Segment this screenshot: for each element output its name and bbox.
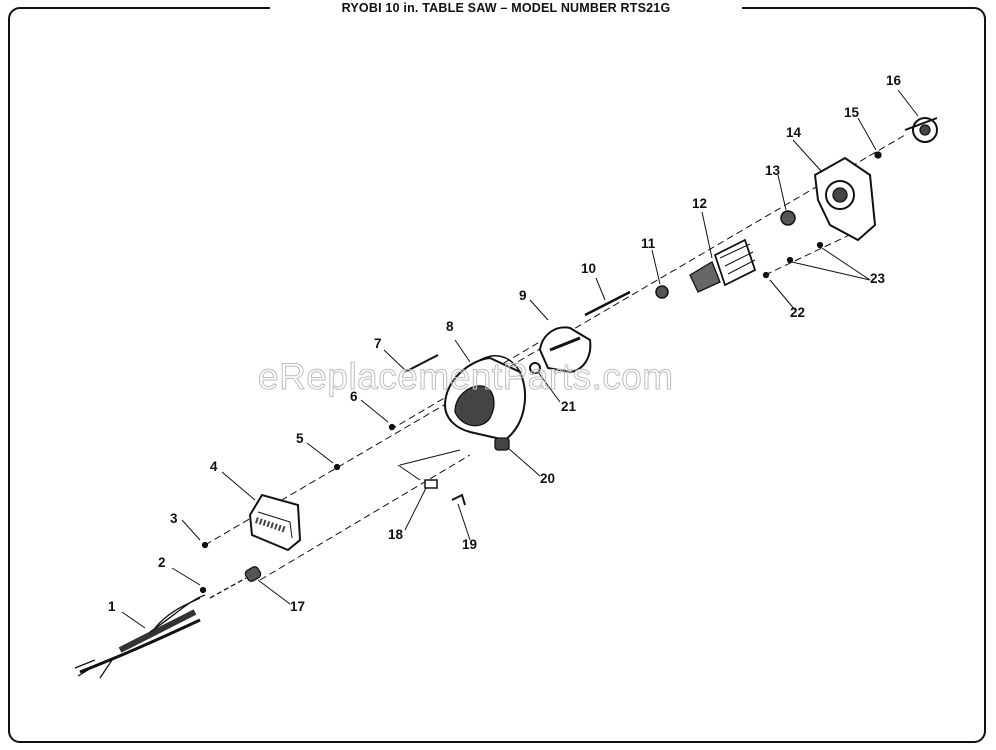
screw-small [762, 271, 770, 279]
callout-8: 8 [446, 319, 454, 334]
fan-baffle [538, 326, 592, 374]
callout-6: 6 [350, 389, 358, 404]
callout-17: 17 [290, 599, 306, 614]
callout-11: 11 [641, 236, 656, 251]
watermark: eReplacementParts.com [258, 356, 674, 398]
terminal [451, 493, 466, 506]
callout-5: 5 [296, 431, 304, 446]
callout-12: 12 [692, 196, 708, 211]
washer [529, 362, 541, 374]
callout-2: 2 [158, 555, 166, 570]
callout-19: 19 [462, 537, 478, 552]
screw [201, 541, 209, 549]
motor-housing [443, 355, 526, 442]
small-screw [333, 463, 341, 471]
callout-20: 20 [540, 471, 556, 486]
callout-21: 21 [561, 399, 577, 414]
gear-housing [813, 156, 877, 242]
callout-13: 13 [765, 163, 781, 178]
callout-1: 1 [108, 599, 116, 614]
spacer [874, 151, 882, 159]
callout-18: 18 [388, 527, 404, 542]
callout-3: 3 [170, 511, 178, 526]
strain-relief [209, 566, 262, 599]
pin-b [816, 241, 824, 249]
screw-axis [764, 229, 861, 276]
callout-4: 4 [210, 459, 218, 474]
wire-connector [199, 586, 207, 594]
rear-bearing [780, 210, 796, 226]
callout-7: 7 [374, 336, 382, 351]
callout-15: 15 [844, 105, 860, 120]
secondary-axis [259, 454, 471, 581]
front-bearing [655, 285, 669, 299]
end-cover [248, 493, 302, 552]
diagram-title: RYOBI 10 in. TABLE SAW – MODEL NUMBER RT… [270, 0, 742, 16]
callout-22: 22 [790, 305, 806, 320]
callout-16: 16 [886, 73, 902, 88]
armature [689, 238, 757, 293]
switch-connector [424, 479, 438, 489]
power-cord [74, 594, 206, 679]
assembly-axis [204, 134, 906, 546]
brush-screw [388, 423, 396, 431]
pin-a [786, 256, 794, 264]
callout-14: 14 [786, 125, 802, 140]
callout-23: 23 [870, 271, 886, 286]
diagram-frame: RYOBI 10 in. TABLE SAW – MODEL NUMBER RT… [8, 0, 986, 743]
callout-9: 9 [519, 288, 527, 303]
leader-lines [121, 89, 919, 629]
through-bolt [404, 354, 439, 373]
brush-holder [494, 437, 510, 451]
callout-10: 10 [581, 261, 597, 276]
long-bolt [584, 290, 631, 317]
end-cap [904, 117, 938, 143]
